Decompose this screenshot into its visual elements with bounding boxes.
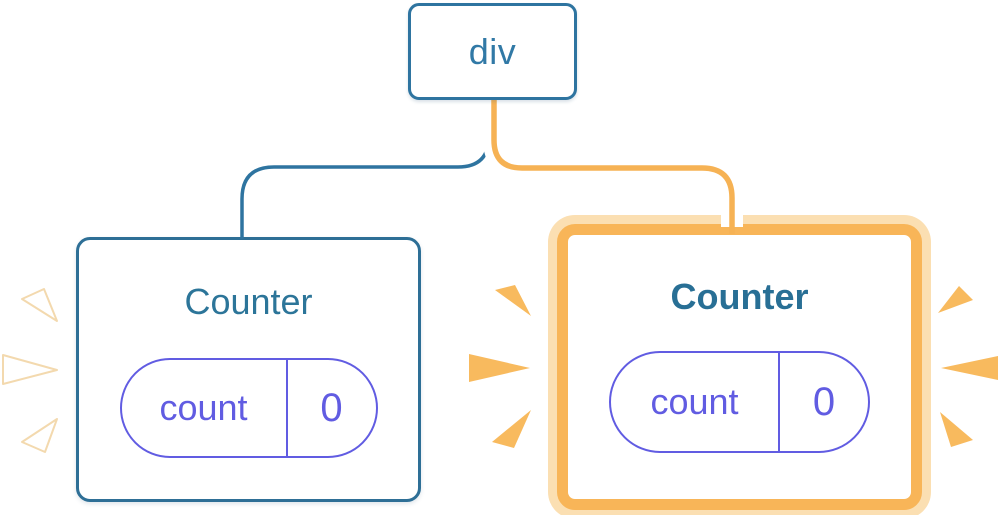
burst-icon <box>2 354 58 385</box>
edge-to-left-counter <box>240 96 491 239</box>
burst-icon <box>21 418 58 453</box>
burst-icon-group-left-faded <box>2 288 58 453</box>
state-key-label: count <box>159 387 248 428</box>
counter-card-left: Counter count 0 <box>76 237 421 502</box>
root-node-label: div <box>468 30 517 72</box>
burst-icon-group-right-outer <box>938 286 998 447</box>
counter-title: Counter <box>670 276 809 317</box>
state-value: 0 <box>778 353 868 451</box>
burst-icon <box>938 286 973 313</box>
state-pill: count 0 <box>119 358 378 458</box>
edge-to-right-counter <box>491 96 735 234</box>
state-key-label: count <box>650 381 739 422</box>
root-node-div: div <box>408 3 577 100</box>
counter-card-right-highlighted: Counter count 0 <box>557 224 922 510</box>
burst-icon <box>495 285 531 316</box>
burst-icon <box>492 410 531 448</box>
burst-icon <box>941 356 998 380</box>
edge-to-right-counter-casing <box>483 96 743 227</box>
burst-icon <box>940 412 973 447</box>
state-value: 0 <box>285 360 376 456</box>
state-pill: count 0 <box>609 351 870 453</box>
burst-icon <box>21 288 58 322</box>
burst-icon <box>469 354 530 382</box>
burst-icon-group-right-inner <box>469 285 531 448</box>
counter-title: Counter <box>184 281 313 322</box>
